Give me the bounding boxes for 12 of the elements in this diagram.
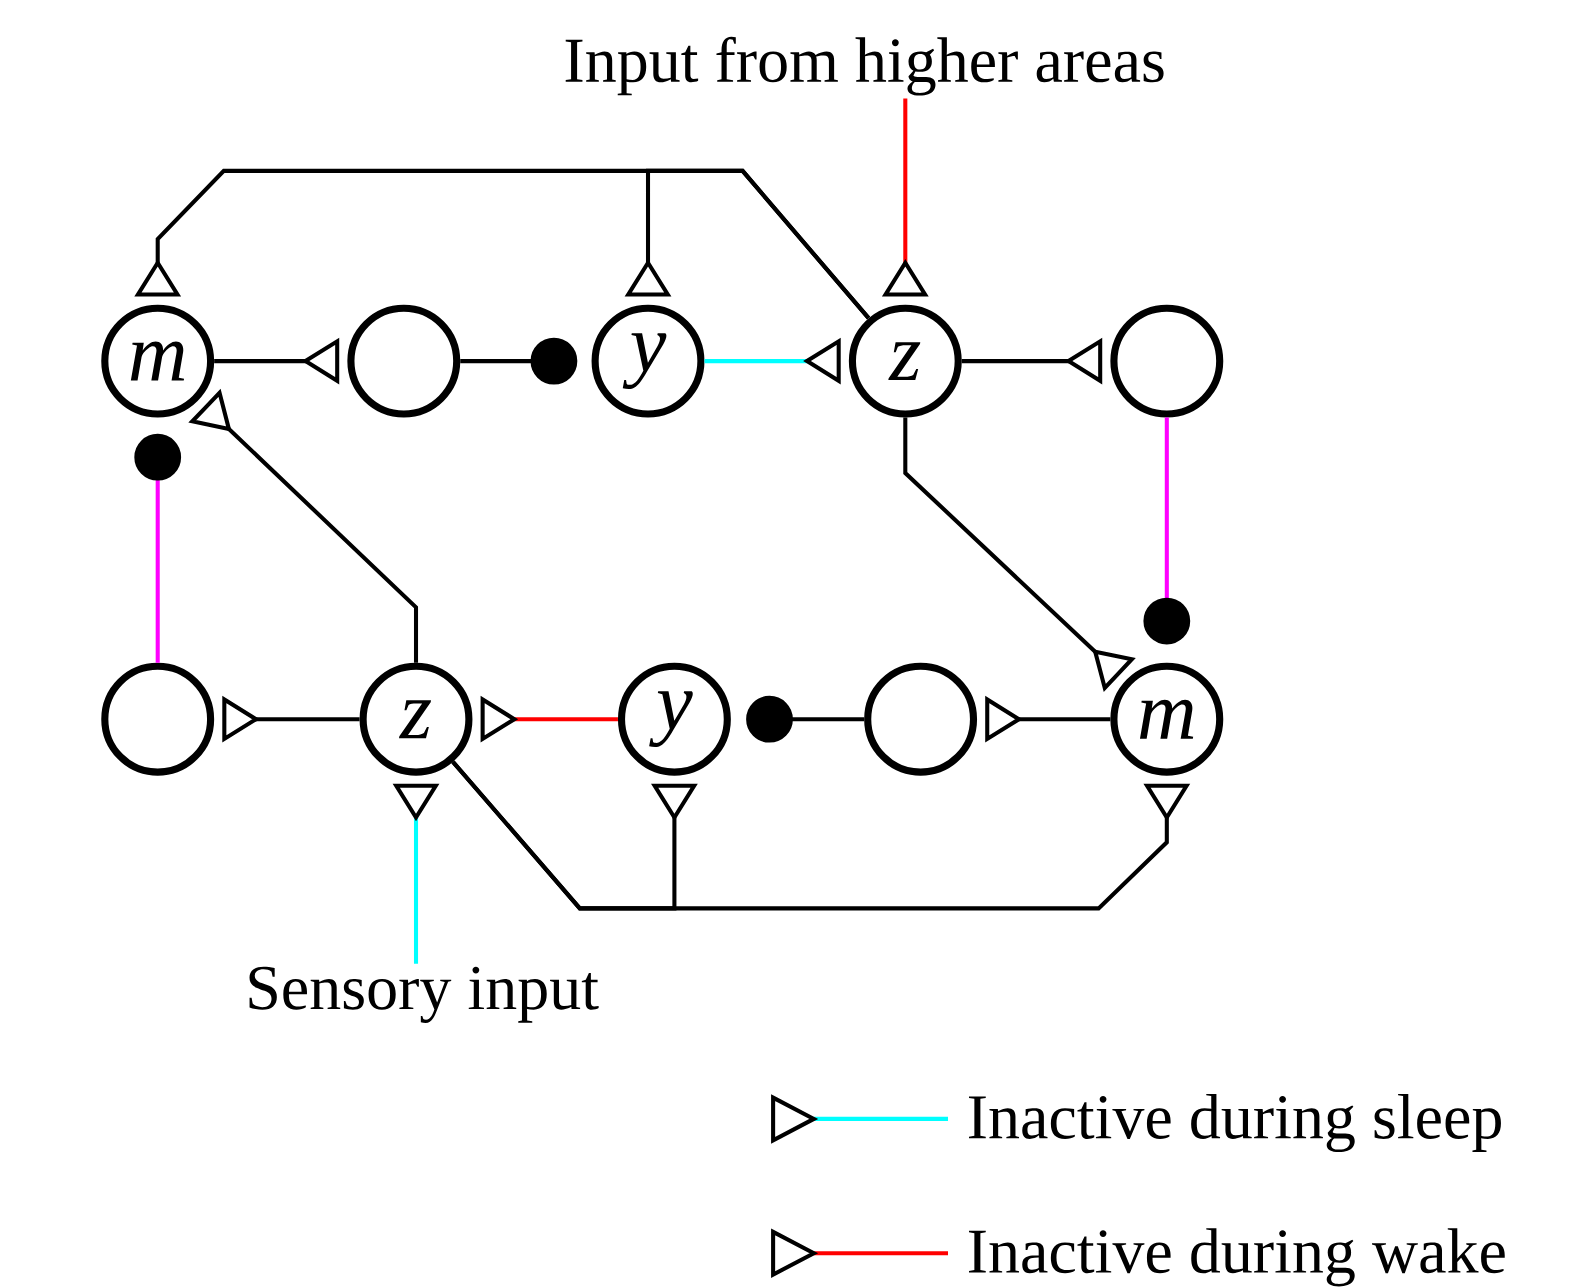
- neuron-circle: [1110, 304, 1224, 418]
- connector: [746, 695, 865, 743]
- connector: [1143, 417, 1191, 645]
- neuron-circle: [101, 662, 215, 776]
- neuron-circle: [347, 304, 461, 418]
- input-label: Sensory input: [249, 966, 599, 1023]
- neuron-circle: [864, 662, 978, 776]
- connector: [460, 337, 578, 385]
- input-label: Input from higher areas: [565, 36, 1164, 96]
- connector: [134, 433, 182, 663]
- legend-label: Inactive during wake: [969, 1228, 1505, 1287]
- legend-label: Inactive during sleep: [969, 1093, 1501, 1153]
